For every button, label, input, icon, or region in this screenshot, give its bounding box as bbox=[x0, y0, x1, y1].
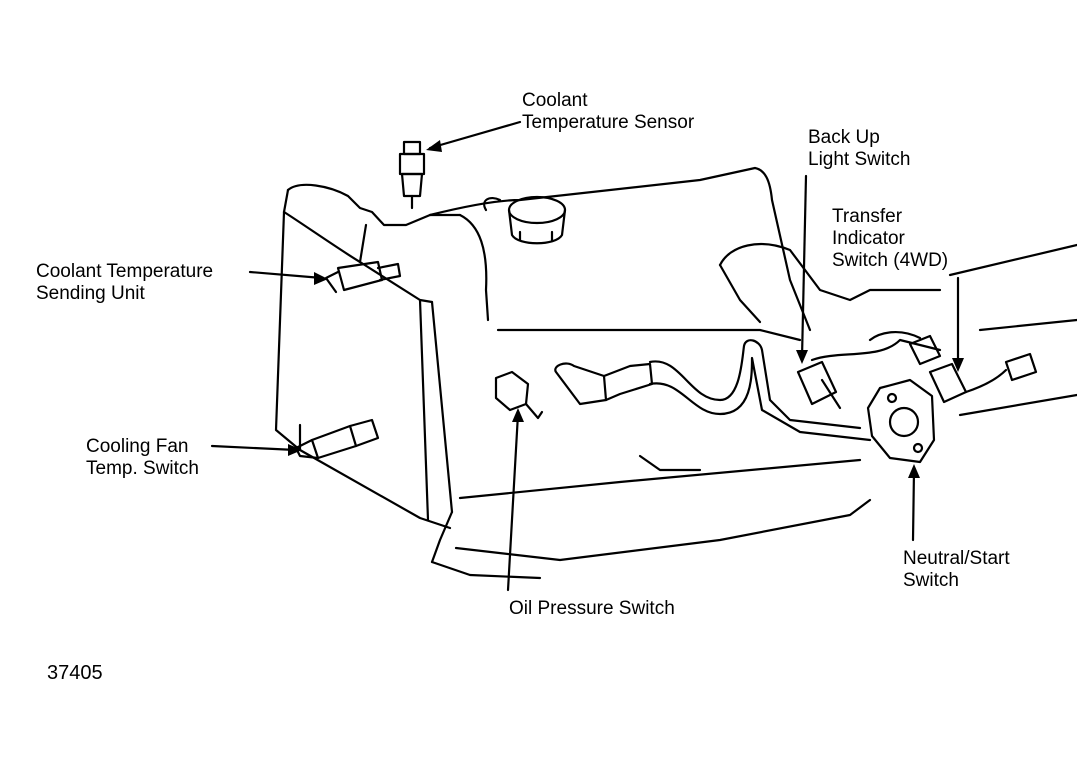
label-cooling-fan-temp-switch: Cooling Fan Temp. Switch bbox=[86, 436, 199, 480]
oil-pressure-switch-part bbox=[494, 370, 544, 420]
back-up-light-switch-part bbox=[796, 331, 942, 410]
oil-filler-cap bbox=[507, 195, 567, 245]
leader-arrowheads bbox=[288, 140, 964, 478]
label-line: Coolant bbox=[522, 90, 588, 111]
label-line: Transfer bbox=[832, 206, 903, 227]
label-back-up-light-switch: Back Up Light Switch bbox=[808, 127, 910, 171]
figure-number: 37405 bbox=[47, 662, 103, 684]
label-line: Cooling Fan bbox=[86, 436, 189, 457]
coolant-temperature-sensor-part bbox=[398, 140, 426, 210]
label-line: Back Up bbox=[808, 127, 880, 148]
label-line: Neutral/Start bbox=[903, 548, 1010, 569]
cooling-fan-temp-switch-part bbox=[294, 418, 380, 460]
oil-line-assembly bbox=[554, 339, 872, 442]
label-coolant-temperature-sensor: Coolant Temperature Sensor bbox=[522, 90, 694, 134]
neutral-start-switch-part bbox=[866, 378, 936, 464]
label-line: Switch bbox=[903, 570, 959, 591]
label-line: Oil Pressure Switch bbox=[509, 598, 675, 619]
transfer-indicator-switch-part bbox=[908, 334, 1038, 404]
label-line: Temperature Sensor bbox=[522, 112, 695, 133]
label-line: Coolant Temperature bbox=[36, 261, 214, 282]
transmission-housing bbox=[718, 243, 1077, 417]
coolant-temperature-sending-unit-part bbox=[324, 260, 402, 294]
label-line: Temp. Switch bbox=[86, 458, 199, 479]
label-line: Sending Unit bbox=[36, 283, 145, 304]
radiator-outline bbox=[274, 183, 462, 564]
label-line: Switch (4WD) bbox=[832, 250, 949, 271]
label-oil-pressure-switch: Oil Pressure Switch bbox=[509, 598, 675, 620]
label-neutral-start-switch: Neutral/Start Switch bbox=[903, 548, 1010, 592]
label-transfer-indicator-switch: Transfer Indicator Switch (4WD) bbox=[832, 206, 948, 272]
leader-lines bbox=[210, 120, 960, 592]
label-line: Indicator bbox=[832, 228, 905, 249]
label-line: Light Switch bbox=[808, 149, 911, 170]
label-coolant-temperature-sending-unit: Coolant Temperature Sending Unit bbox=[36, 261, 213, 305]
